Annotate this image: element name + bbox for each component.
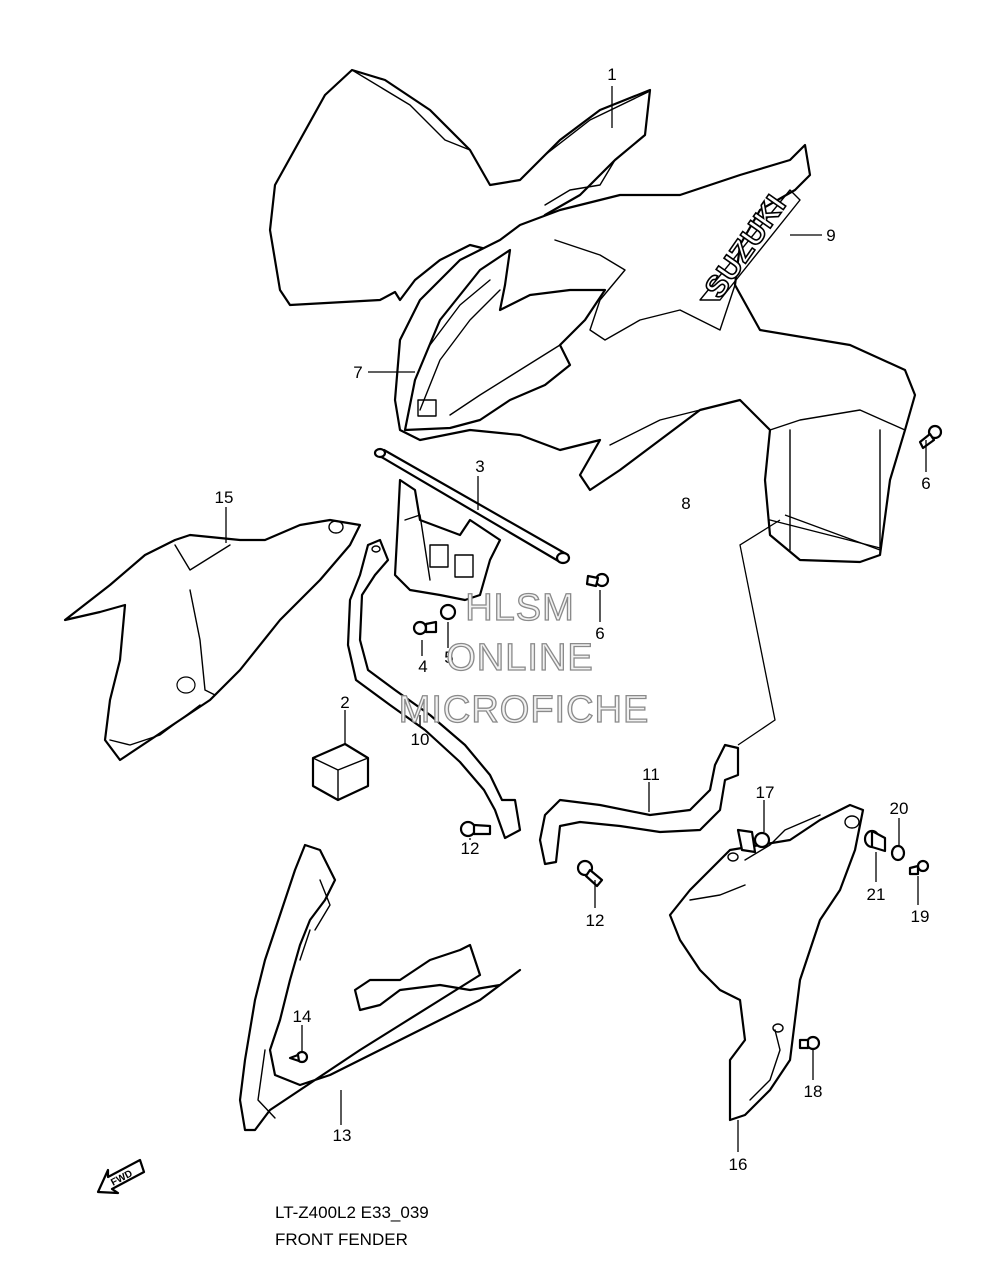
fastener-14[interactable] <box>288 1050 309 1064</box>
fastener-6-center[interactable] <box>585 572 610 588</box>
callout-16: 16 <box>729 1155 748 1174</box>
part-7-side-decal[interactable] <box>403 248 607 432</box>
part-15-side-panel-left[interactable] <box>63 518 362 762</box>
callout-18: 18 <box>804 1082 823 1101</box>
callout-17: 17 <box>756 783 775 802</box>
part-10-stay-left[interactable] <box>346 538 522 840</box>
fastener-19[interactable] <box>908 859 930 876</box>
callout-5: 5 <box>444 648 453 667</box>
fwd-label: FWD <box>109 1168 134 1188</box>
part-11-stay-right[interactable] <box>538 743 740 866</box>
callout-4: 4 <box>418 657 427 676</box>
part-2-block[interactable] <box>311 742 370 802</box>
watermark-line-1: HLSM <box>465 587 575 629</box>
fwd-arrow-icon: FWD <box>96 1158 146 1195</box>
watermark: HLSM ONLINE MICROFICHE <box>398 586 650 731</box>
callout-19: 19 <box>911 907 930 926</box>
callout-1: 1 <box>607 65 616 84</box>
watermark-line-2: ONLINE <box>446 637 593 679</box>
callout-6-center: 6 <box>595 624 604 643</box>
callout-6-upper: 6 <box>921 474 930 493</box>
part-1-front-cover[interactable] <box>268 68 652 307</box>
watermark-line-3: MICROFICHE <box>399 689 650 731</box>
fastener-12-left[interactable] <box>459 820 492 838</box>
leader-lines <box>225 86 927 1152</box>
callout-10: 10 <box>411 730 430 749</box>
callout-20: 20 <box>890 799 909 818</box>
fastener-12-center[interactable] <box>576 859 604 888</box>
collar-21[interactable] <box>863 829 887 853</box>
callout-2: 2 <box>340 693 349 712</box>
callout-3: 3 <box>475 457 484 476</box>
fastener-4[interactable] <box>412 620 438 636</box>
fastener-6-upper-right[interactable] <box>918 424 943 450</box>
fastener-18[interactable] <box>798 1035 821 1051</box>
part-16-side-panel-right[interactable] <box>668 803 865 1122</box>
callout-21: 21 <box>867 885 886 904</box>
washer-20[interactable] <box>890 844 906 862</box>
callout-12-left: 12 <box>461 839 480 858</box>
part-13-lower-guard[interactable] <box>238 843 522 1132</box>
diagram-title: FRONT FENDER <box>275 1230 408 1249</box>
part-3-support-bar[interactable] <box>373 447 571 602</box>
callout-14: 14 <box>293 1007 312 1026</box>
callout-13: 13 <box>333 1126 352 1145</box>
callout-11: 11 <box>642 765 660 784</box>
callout-12-center: 12 <box>586 911 605 930</box>
diagram-code: LT-Z400L2 E33_039 <box>275 1203 429 1222</box>
fastener-5[interactable] <box>439 603 457 621</box>
callout-15: 15 <box>215 488 234 507</box>
callout-8: 8 <box>681 494 690 513</box>
callout-7: 7 <box>353 363 362 382</box>
callout-9: 9 <box>826 226 835 245</box>
fastener-17[interactable] <box>736 828 771 854</box>
